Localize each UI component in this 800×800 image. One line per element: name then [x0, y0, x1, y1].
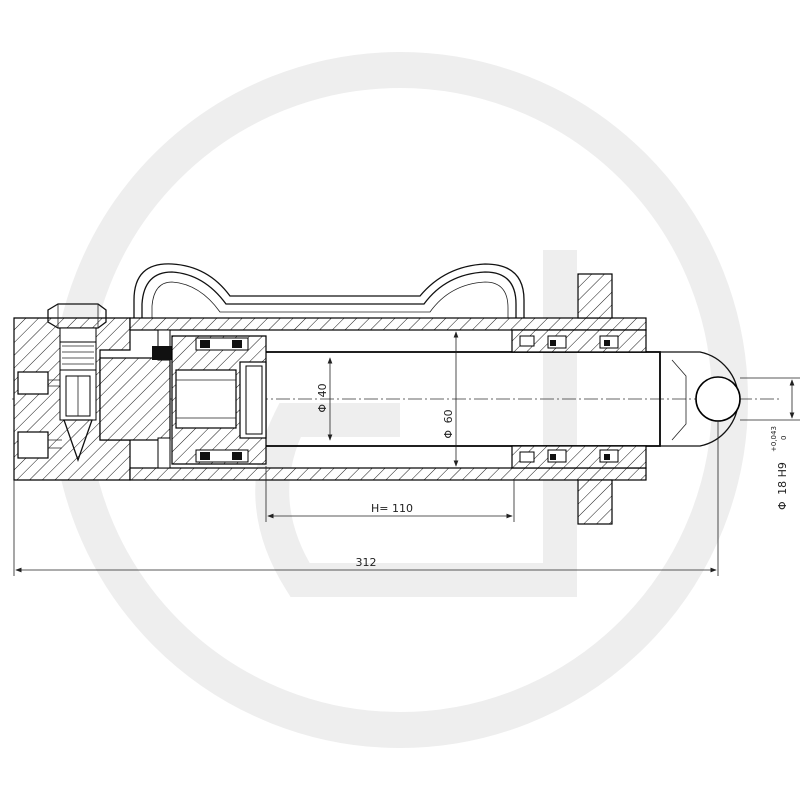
stroke-dimension: H= 110: [265, 466, 515, 522]
barrel-tube: [129, 317, 647, 481]
rod-diameter-value: 40: [316, 383, 329, 397]
overall-length-dimension: 312: [13, 420, 719, 576]
rod-diameter-symbol: Φ: [316, 404, 329, 413]
svg-text:Φ 40: Φ 40: [316, 383, 329, 412]
eye-pin-value: 18 H9: [776, 462, 789, 495]
bore-diameter-value: 60: [442, 409, 455, 423]
piston-rod: [266, 351, 741, 447]
bore-diameter-symbol: Φ: [442, 430, 455, 439]
piston: [171, 335, 267, 465]
stroke-label: H= 110: [371, 502, 413, 515]
check-valve: [47, 303, 107, 462]
eye-pin-dimension: Φ 18 H9 +0,043 0: [740, 377, 800, 510]
rod-diameter-dimension: Φ 40: [316, 357, 333, 441]
eye-pin-symbol: Φ: [776, 501, 789, 510]
eye-pin-bore: [695, 376, 741, 422]
rod-gland: [511, 329, 647, 469]
trunnion-flange: [577, 273, 613, 525]
eye-pin-tolerance-upper: +0,043: [770, 426, 778, 452]
svg-text:Φ 60: Φ 60: [442, 409, 455, 438]
svg-text:Φ 18 H9: Φ 18 H9: [776, 462, 789, 510]
bore-diameter-dimension: Φ 60: [442, 331, 459, 467]
overall-length-label: 312: [356, 556, 377, 569]
eye-pin-tolerance-lower: 0: [780, 436, 788, 440]
hose-loop: [133, 263, 525, 330]
